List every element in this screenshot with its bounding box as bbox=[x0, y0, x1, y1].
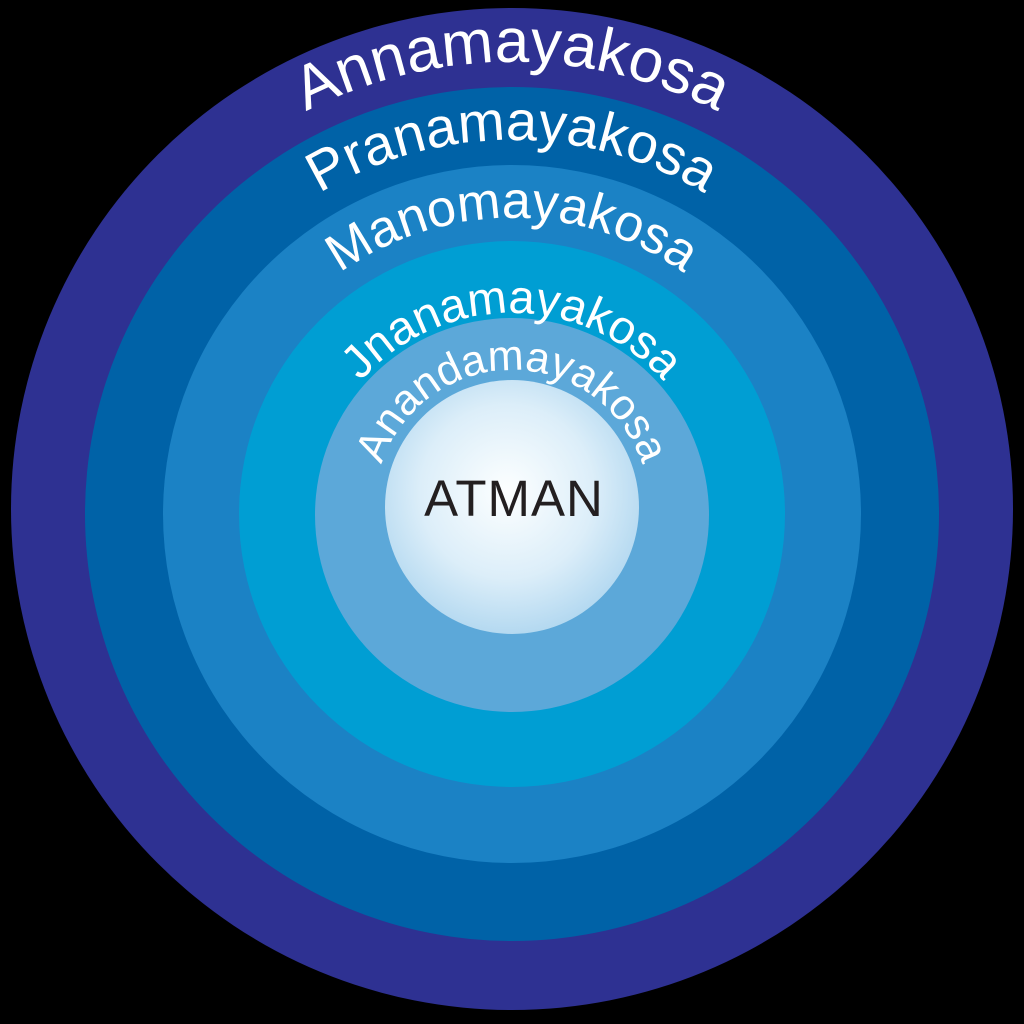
atman-label: ATMAN bbox=[424, 470, 604, 527]
atman-circle bbox=[385, 380, 639, 634]
